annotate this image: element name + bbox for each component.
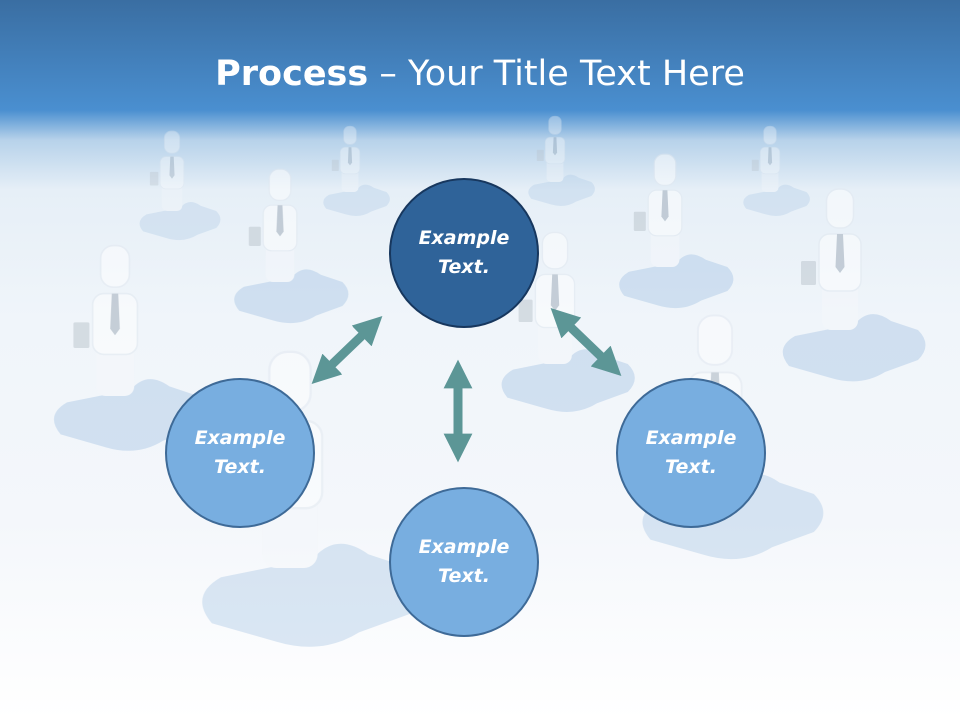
slide-title: Process – Your Title Text Here <box>0 52 960 96</box>
bottom-circle-text: Example Text. <box>404 533 524 591</box>
bottom-circle: Example Text. <box>389 487 539 637</box>
center-circle-text: Example Text. <box>404 224 524 282</box>
right-line2: Text. <box>665 456 717 478</box>
title-rest: – Your Title Text Here <box>368 54 745 94</box>
center-line1: Example <box>418 227 510 249</box>
right-line1: Example <box>645 427 737 449</box>
right-circle: Example Text. <box>616 378 766 528</box>
left-line1: Example <box>194 427 286 449</box>
bottom-line2: Text. <box>438 565 490 587</box>
left-line2: Text. <box>214 456 266 478</box>
title-bold: Process <box>215 54 369 94</box>
left-circle: Example Text. <box>165 378 315 528</box>
left-circle-text: Example Text. <box>180 424 300 482</box>
center-circle: Example Text. <box>389 178 539 328</box>
right-circle-text: Example Text. <box>631 424 751 482</box>
center-line2: Text. <box>438 256 490 278</box>
bottom-line1: Example <box>418 536 510 558</box>
